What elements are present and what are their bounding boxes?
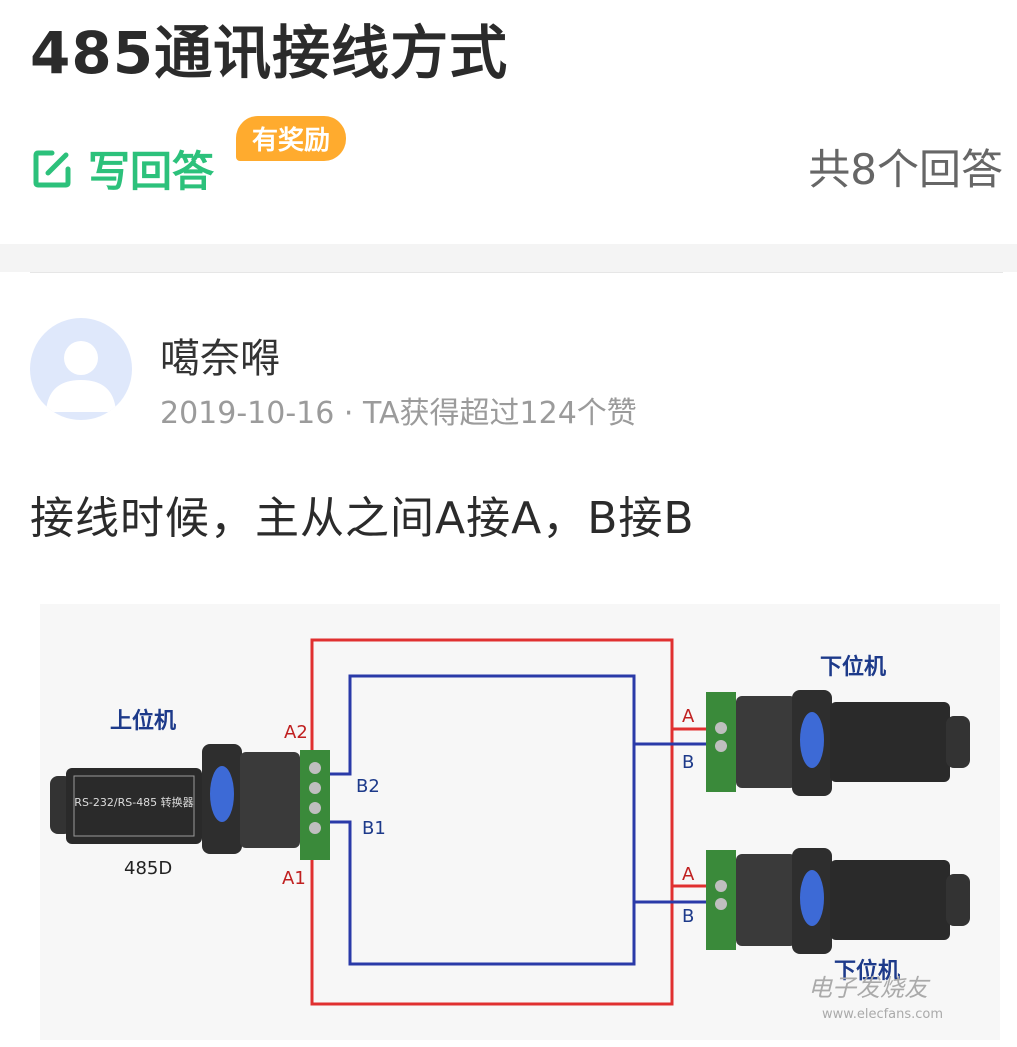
host-model: 485D (124, 858, 172, 879)
reward-badge: 有奖励 (236, 116, 347, 161)
host-label: 上位机 (110, 708, 176, 734)
author-name[interactable]: 噶奈嘚 (160, 336, 280, 382)
b-wire (326, 674, 636, 966)
answer-meta: 2019-10-16 · TA获得超过124个赞 (160, 388, 637, 432)
answer-date: 2019-10-16 (160, 396, 335, 431)
watermark-url: www.elecfans.com (822, 1007, 943, 1022)
pin-a2-label: A2 (284, 722, 308, 743)
pin-b2-label: B2 (356, 776, 380, 797)
divider-line (30, 272, 1003, 273)
pin-b1-label: B1 (362, 818, 386, 839)
write-answer-button[interactable]: 写回答 (30, 138, 214, 199)
slave-top-label: 下位机 (820, 654, 886, 680)
slave-top-b-label: B (682, 752, 694, 773)
write-answer-label: 写回答 (88, 147, 215, 196)
slave-bottom-a-label: A (682, 864, 695, 885)
slave-converter-bottom (706, 848, 970, 954)
answer-action-row: 写回答 有奖励 共8个回答 (30, 116, 1003, 196)
avatar[interactable] (30, 318, 132, 420)
answer-count[interactable]: 共8个回答 (808, 145, 1003, 194)
user-placeholder-icon (46, 341, 116, 412)
slave-converter-top (706, 690, 970, 796)
rs485-wiring-diagram[interactable]: RS-232/RS-485 转换器 上位机 485D A2 B2 B1 A1 下… (40, 604, 1000, 1040)
converter-text: RS-232/RS-485 转换器 (74, 795, 193, 809)
slave-top-a-label: A (682, 706, 695, 727)
slave-bottom-b-label: B (682, 906, 694, 927)
answer-content: 接线时候，主从之间A接A，B接B (30, 493, 695, 544)
author-likes: TA获得超过124个赞 (363, 396, 637, 431)
slave-bottom-label: 下位机 (834, 958, 900, 984)
section-divider (0, 244, 1017, 272)
meta-separator: · (343, 396, 354, 431)
host-converter: RS-232/RS-485 转换器 (50, 744, 330, 860)
question-title: 485通讯接线方式 (30, 19, 509, 87)
watermark-logo: 电子发烧友 (808, 974, 931, 1002)
a-wire (310, 638, 674, 1006)
pin-a1-label: A1 (282, 868, 306, 889)
edit-icon (33, 150, 71, 187)
